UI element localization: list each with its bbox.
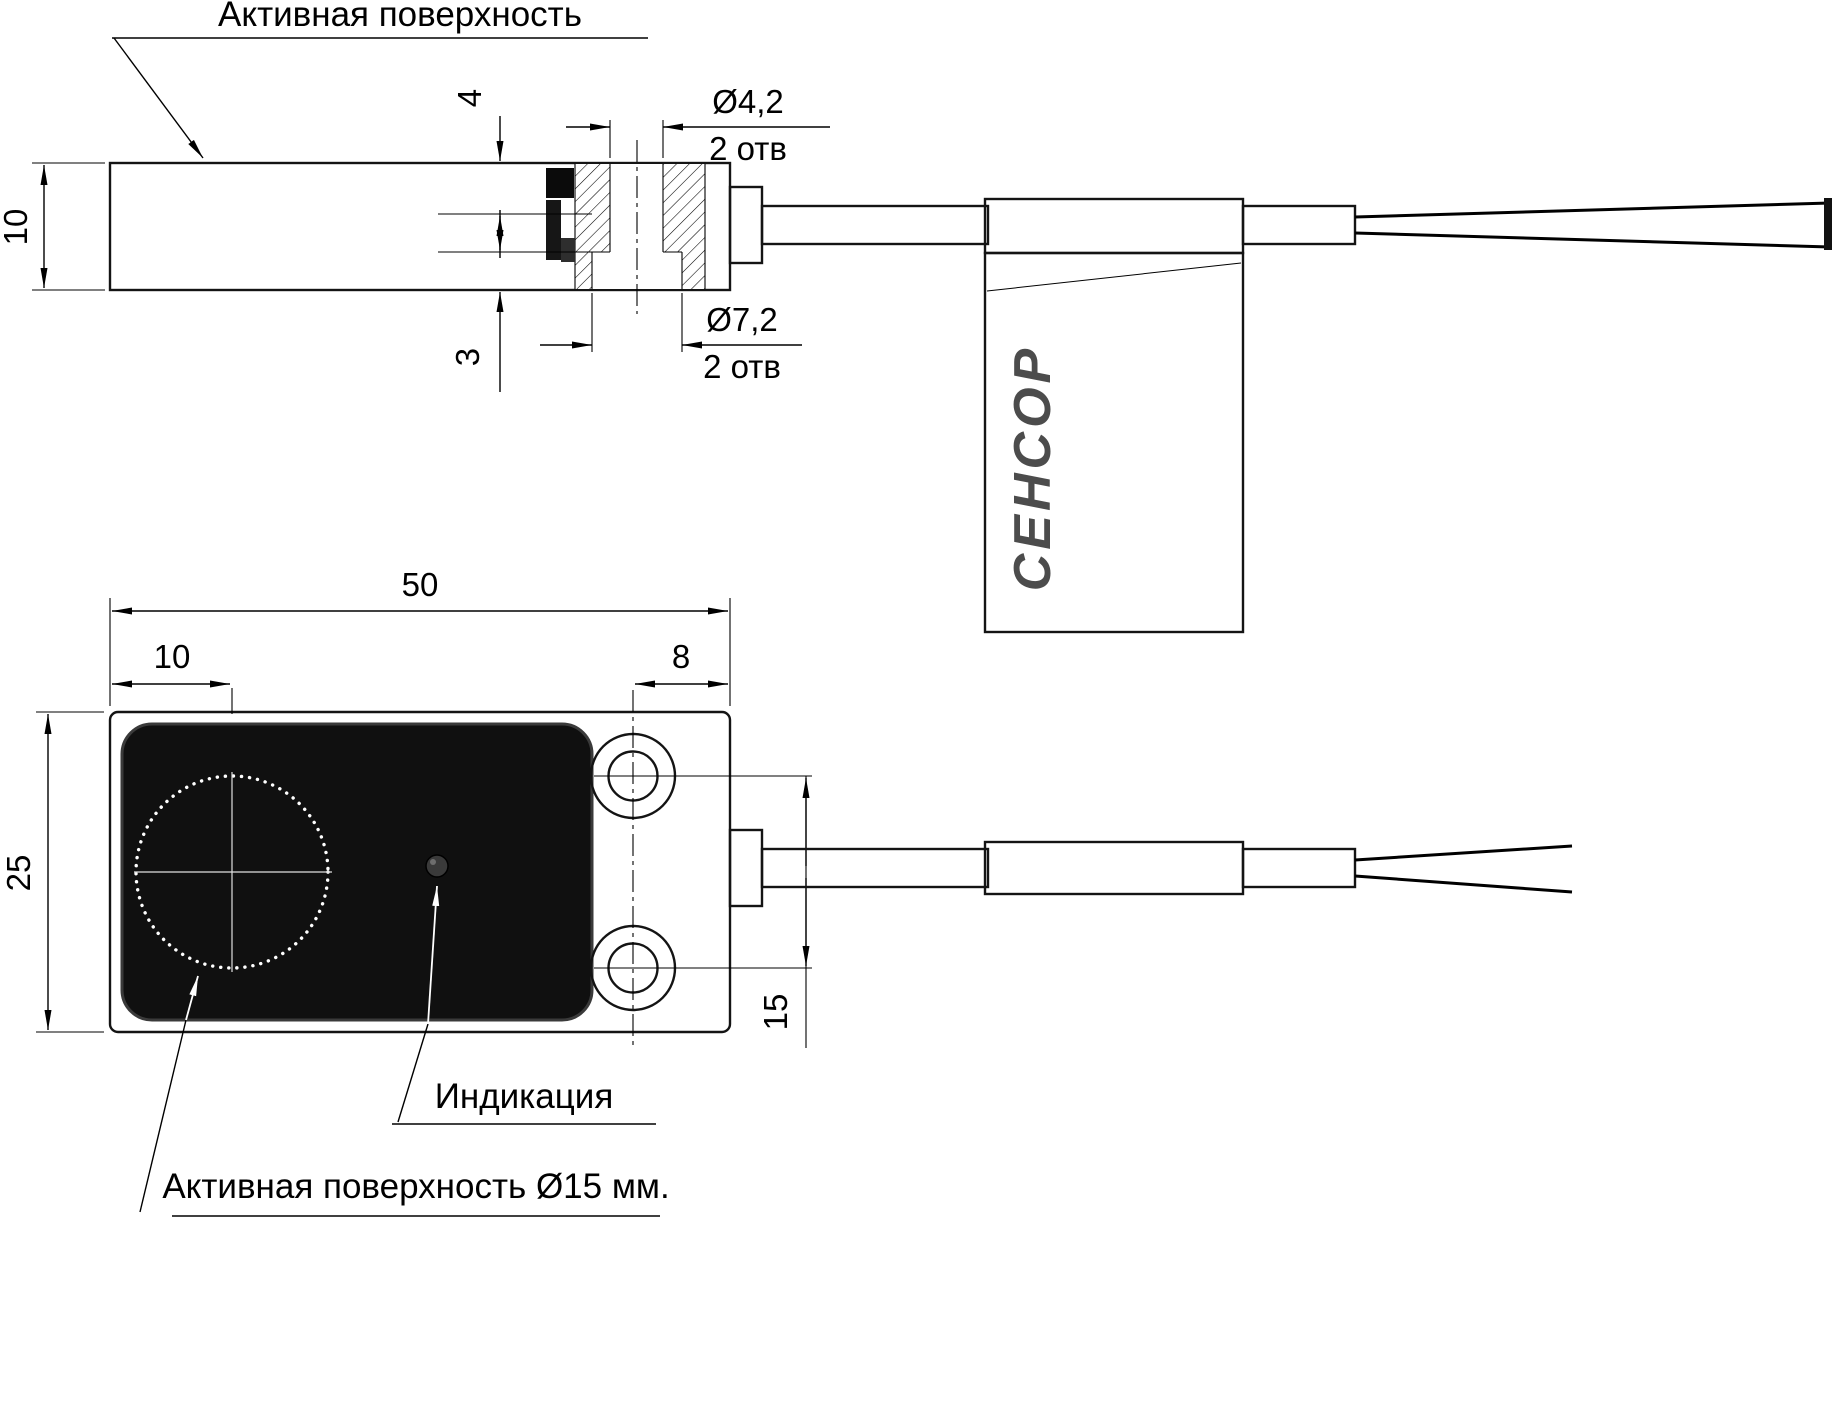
dimension-body-length: 50	[109, 566, 731, 706]
wire-top	[1354, 201, 1831, 219]
dimension-body-height: 10	[0, 162, 105, 291]
active-face	[120, 722, 594, 1022]
section-hatch	[575, 164, 705, 289]
wire-end	[1824, 198, 1832, 250]
leader-active-surface-top	[113, 37, 204, 159]
cable-segment	[760, 204, 990, 246]
dim-hole-large-qty: 2 отв	[703, 348, 781, 385]
cable-sleeve	[1241, 204, 1357, 246]
leader-indication	[427, 885, 440, 1025]
dim-hole-small-qty: 2 отв	[709, 130, 787, 167]
wire-bottom-front	[1354, 874, 1573, 894]
cable-connector-front	[728, 828, 764, 908]
tag-flag	[983, 251, 1245, 634]
dim-step-top: 4	[451, 89, 488, 107]
dim-hole-spacing: 15	[757, 994, 794, 1031]
dimension-circle-offset: 10	[112, 638, 233, 714]
dimension-step-top: 4	[451, 89, 504, 258]
dim-circle-offset: 10	[154, 638, 191, 675]
side-view: 10 Активная поверхность	[0, 0, 1832, 634]
tag-text: СЕНСОР	[1004, 345, 1062, 591]
section-cut	[438, 140, 706, 314]
callout-indication: Индикация	[392, 885, 656, 1125]
tag-wrap	[983, 197, 1245, 255]
dim-hole-large-dia: Ø7,2	[706, 301, 778, 338]
dimension-hole-small: Ø4,2 2 отв	[566, 83, 830, 167]
dimension-hole-offset: 8	[635, 638, 728, 688]
cable-front	[728, 828, 1573, 908]
dim-hole-offset: 8	[672, 638, 690, 675]
active-zone	[134, 772, 332, 972]
callout-active-surface: Активная поверхность	[112, 0, 648, 159]
dimension-hole-spacing: 15	[757, 776, 810, 1048]
tag-edge-front	[983, 840, 1245, 896]
wire-top-front	[1354, 844, 1573, 862]
wire-bottom	[1354, 231, 1831, 249]
front-view: 50 10 8 25 15	[0, 566, 1573, 1217]
dimension-step-bottom: 3	[449, 210, 504, 392]
label-indication: Индикация	[435, 1077, 614, 1116]
hole-edges	[574, 164, 706, 289]
label-active-surface-bottom: Активная поверхность Ø15 мм.	[162, 1167, 669, 1206]
dim-body-height: 10	[0, 209, 34, 246]
dimension-hole-large: Ø7,2 2 отв	[540, 293, 802, 385]
led-indicator	[425, 854, 449, 878]
cable-connector	[728, 185, 764, 265]
tag-crease	[986, 262, 1242, 292]
leader-active-surface-bottom	[185, 975, 199, 1021]
cable-sleeve-front	[1241, 847, 1357, 889]
clamp-parts	[546, 168, 575, 262]
cable-side: СЕНСОР	[728, 185, 1832, 634]
dim-body-width: 25	[0, 855, 37, 892]
dim-body-length: 50	[402, 566, 439, 603]
dimension-body-width: 25	[0, 711, 104, 1033]
cable-segment-front	[760, 847, 990, 889]
callout-active-surface-d15: Активная поверхность Ø15 мм.	[139, 975, 670, 1217]
dim-step-bottom: 3	[449, 348, 486, 366]
label-active-surface-top: Активная поверхность	[218, 0, 582, 34]
dim-hole-small-dia: Ø4,2	[712, 83, 784, 120]
